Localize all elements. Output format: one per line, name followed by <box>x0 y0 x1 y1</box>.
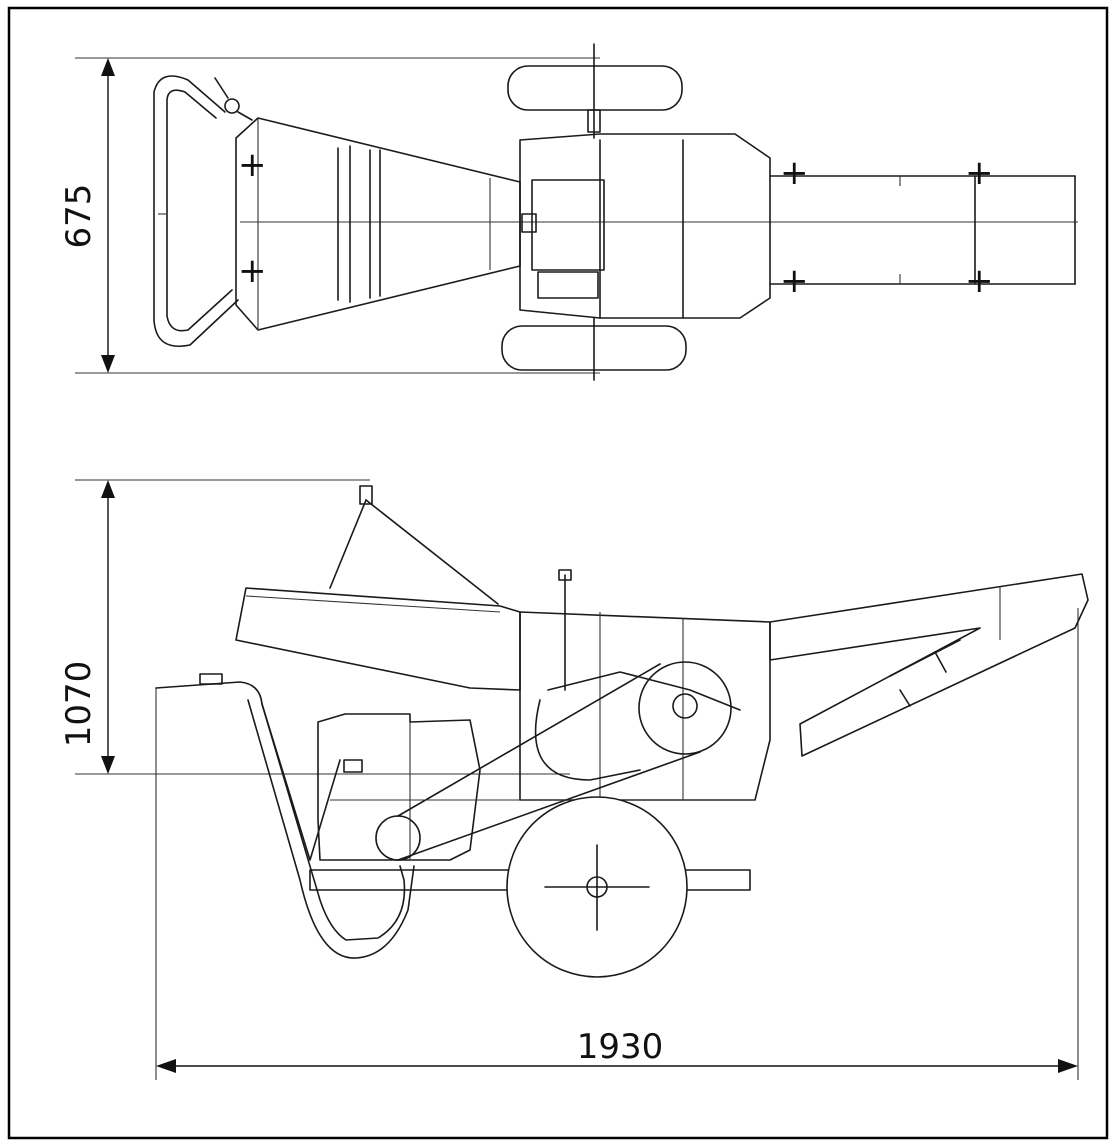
chute-top: + + + + <box>769 153 1076 301</box>
svg-text:+: + <box>238 251 267 291</box>
svg-text:+: + <box>780 153 809 193</box>
housing-top <box>519 133 771 319</box>
svg-text:+: + <box>965 153 994 193</box>
side-view: 1070 1930 <box>59 479 1089 1080</box>
engine <box>317 713 481 861</box>
drive-pulley <box>638 661 732 755</box>
handle-loop <box>153 75 239 347</box>
width-dimension <box>101 58 115 373</box>
svg-text:+: + <box>780 261 809 301</box>
hopper-top <box>235 117 521 331</box>
height-dimension-label: 1070 <box>59 661 99 748</box>
wheel-top-upper <box>507 65 683 111</box>
belt-upper <box>397 663 661 817</box>
length-dimension-label: 1930 <box>577 1027 664 1067</box>
housing-side <box>519 611 771 801</box>
chute-side <box>769 573 1089 757</box>
svg-text:+: + <box>965 261 994 301</box>
height-dimension <box>101 480 115 774</box>
drawing-frame <box>7 6 1109 1140</box>
handle-side <box>155 681 341 861</box>
width-dimension-label: 675 <box>59 184 99 249</box>
belt-lower <box>397 751 701 861</box>
svg-text:+: + <box>238 145 267 185</box>
length-dimension <box>156 1059 1078 1073</box>
hopper-side <box>235 587 521 691</box>
top-view: 675 + + <box>59 43 1078 381</box>
handle-pivot-icon <box>224 98 240 114</box>
engine-pulley <box>375 815 421 861</box>
